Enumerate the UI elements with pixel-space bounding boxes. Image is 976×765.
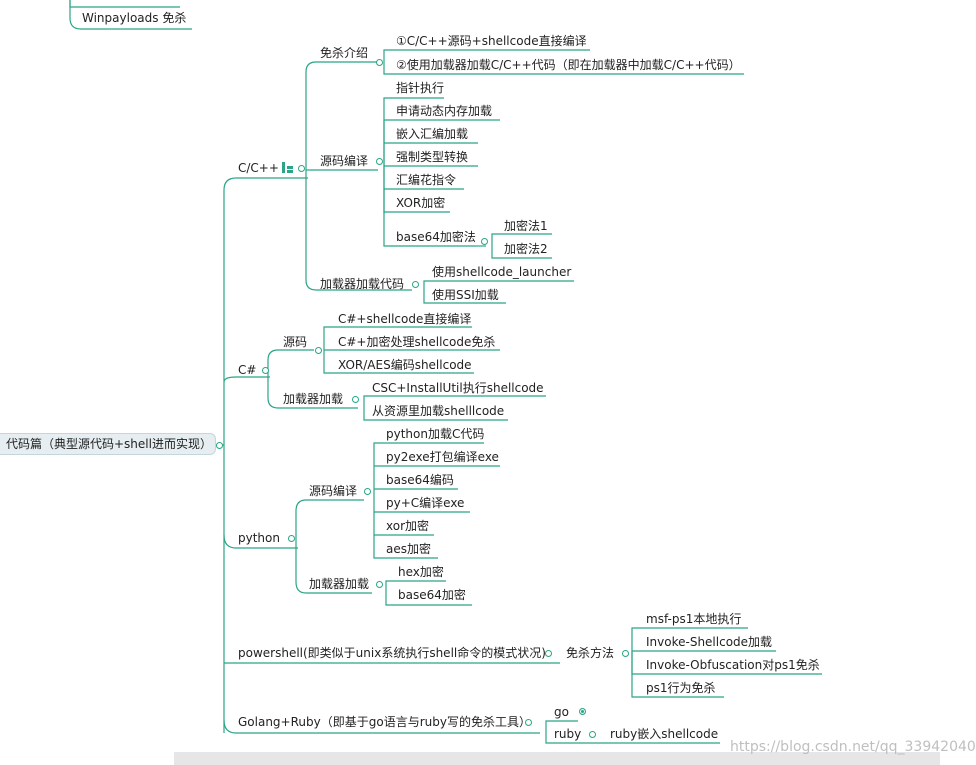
node-csharp-source-item[interactable]: C#+加密处理shellcode免杀 bbox=[338, 335, 496, 349]
watermark: https://blog.csdn.net/qq_33942040 bbox=[730, 739, 976, 755]
node-powershell[interactable]: powershell(即类似于unix系统执行shell命令的模式状况) bbox=[238, 646, 546, 660]
powershell-method-toggle[interactable] bbox=[622, 650, 629, 657]
csharp-loader-toggle[interactable] bbox=[352, 396, 359, 403]
golang-collapse-toggle[interactable] bbox=[525, 719, 532, 726]
node-base64-child[interactable]: 加密法2 bbox=[504, 242, 548, 256]
node-cpp-compile[interactable]: 源码编译 bbox=[320, 154, 369, 168]
node-python-compile[interactable]: 源码编译 bbox=[309, 484, 358, 498]
node-cpp-compile-item[interactable]: 汇编花指令 bbox=[396, 173, 457, 187]
root-node[interactable]: 代码篇（典型源代码+shell进而实现） bbox=[0, 433, 216, 455]
node-python-loader-item[interactable]: hex加密 bbox=[398, 565, 444, 579]
horizontal-scrollbar[interactable] bbox=[174, 752, 940, 765]
node-csharp-loader-item[interactable]: 从资源里加载shelllcode bbox=[372, 404, 505, 418]
node-ruby[interactable]: ruby bbox=[554, 727, 582, 741]
node-go[interactable]: go bbox=[554, 705, 569, 719]
node-powershell-method[interactable]: 免杀方法 bbox=[566, 646, 615, 660]
node-python-loader-item[interactable]: base64加密 bbox=[398, 588, 466, 602]
node-cpp-intro[interactable]: 免杀介绍 bbox=[320, 46, 369, 60]
node-cpp-loader[interactable]: 加载器加载代码 bbox=[320, 277, 405, 291]
node-python-compile-item[interactable]: python加载C代码 bbox=[386, 427, 485, 441]
node-python-compile-item[interactable]: xor加密 bbox=[386, 519, 430, 533]
node-csharp-loader-item[interactable]: CSC+InstallUtil执行shellcode bbox=[372, 381, 544, 395]
node-powershell-method-item[interactable]: Invoke-Obfuscation对ps1免杀 bbox=[646, 658, 820, 672]
note-icon[interactable] bbox=[282, 162, 293, 173]
node-python-compile-item[interactable]: py+C编译exe bbox=[386, 496, 465, 510]
node-python[interactable]: python bbox=[238, 531, 280, 545]
node-cpp-loader-item[interactable]: 使用SSI加载 bbox=[432, 288, 499, 302]
base64-toggle[interactable] bbox=[481, 238, 488, 245]
node-cpp-compile-item[interactable]: XOR加密 bbox=[396, 196, 446, 210]
node-cpp[interactable]: C/C++ bbox=[238, 161, 279, 175]
node-csharp-source-item[interactable]: XOR/AES编码shellcode bbox=[338, 358, 472, 372]
root-collapse-toggle[interactable] bbox=[216, 442, 223, 449]
node-python-compile-item[interactable]: base64编码 bbox=[386, 473, 454, 487]
node-powershell-method-item[interactable]: msf-ps1本地执行 bbox=[646, 612, 742, 626]
node-powershell-method-item[interactable]: Invoke-Shellcode加载 bbox=[646, 635, 773, 649]
python-loader-toggle[interactable] bbox=[376, 581, 383, 588]
node-cpp-intro-item[interactable]: ②使用加载器加载C/C++代码（即在加载器中加载C/C++代码） bbox=[396, 58, 741, 72]
node-csharp-source[interactable]: 源码 bbox=[283, 335, 308, 349]
node-base64-child[interactable]: 加密法1 bbox=[504, 219, 548, 233]
cpp-collapse-toggle[interactable] bbox=[298, 165, 305, 172]
powershell-collapse-toggle[interactable] bbox=[545, 650, 552, 657]
python-compile-toggle[interactable] bbox=[364, 488, 371, 495]
node-cpp-compile-item[interactable]: 强制类型转换 bbox=[396, 150, 469, 164]
mindmap-connectors bbox=[69, 0, 822, 744]
ruby-collapse-toggle[interactable] bbox=[589, 731, 596, 738]
node-cpp-compile-item[interactable]: 指针执行 bbox=[396, 81, 445, 95]
node-powershell-method-item[interactable]: ps1行为免杀 bbox=[646, 681, 716, 695]
csharp-source-toggle[interactable] bbox=[315, 347, 322, 354]
node-golang-ruby[interactable]: Golang+Ruby（即基于go语言与ruby写的免杀工具） bbox=[238, 715, 531, 729]
node-winpayloads[interactable]: Winpayloads 免杀 bbox=[82, 11, 187, 25]
python-collapse-toggle[interactable] bbox=[288, 535, 295, 542]
go-expand-toggle[interactable] bbox=[579, 708, 586, 715]
node-ruby-child[interactable]: ruby嵌入shellcode bbox=[610, 727, 719, 741]
node-cpp-loader-item[interactable]: 使用shellcode_launcher bbox=[432, 265, 572, 279]
node-csharp[interactable]: C# bbox=[238, 363, 257, 377]
node-cpp-intro-item[interactable]: ①C/C++源码+shellcode直接编译 bbox=[396, 34, 587, 48]
node-cpp-compile-item[interactable]: 申请动态内存加载 bbox=[396, 104, 493, 118]
node-python-compile-item[interactable]: aes加密 bbox=[386, 542, 431, 556]
node-cpp-compile-base64[interactable]: base64加密法 bbox=[396, 230, 476, 244]
cpp-compile-toggle[interactable] bbox=[376, 158, 383, 165]
node-cpp-compile-item[interactable]: 嵌入汇编加载 bbox=[396, 127, 469, 141]
cpp-loader-toggle[interactable] bbox=[412, 281, 419, 288]
csharp-collapse-toggle[interactable] bbox=[262, 367, 269, 374]
node-python-loader[interactable]: 加载器加载 bbox=[309, 577, 370, 591]
node-csharp-loader[interactable]: 加载器加载 bbox=[283, 392, 344, 406]
root-node-label: 代码篇（典型源代码+shell进而实现） bbox=[6, 437, 212, 451]
node-csharp-source-item[interactable]: C#+shellcode直接编译 bbox=[338, 312, 472, 326]
cpp-intro-toggle[interactable] bbox=[376, 59, 383, 66]
node-python-compile-item[interactable]: py2exe打包编译exe bbox=[386, 450, 499, 464]
